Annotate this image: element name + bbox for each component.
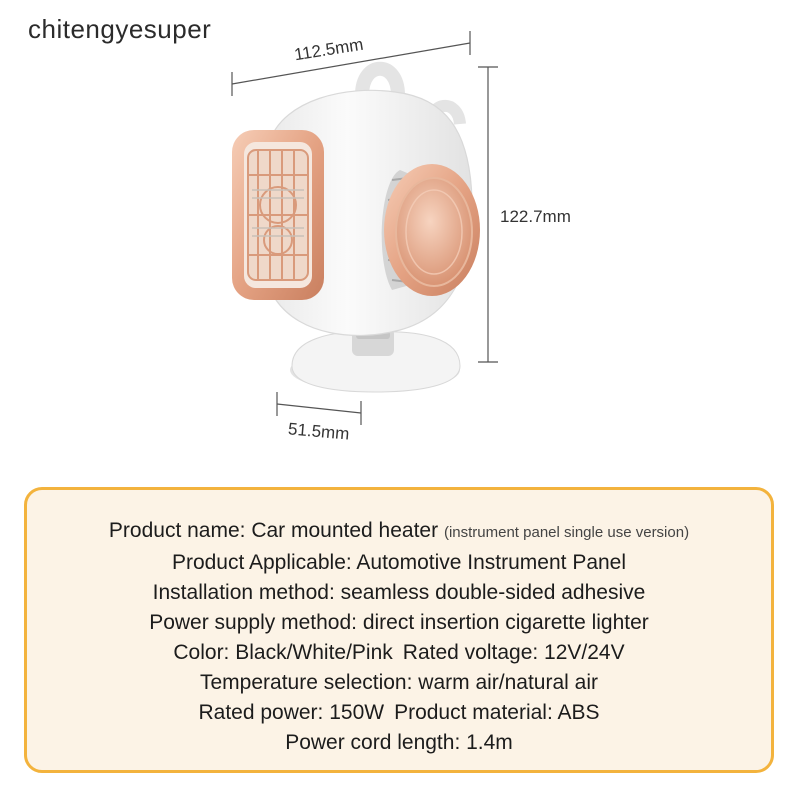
height-dimension-label: 122.7mm (500, 207, 571, 226)
spec-product-name-note: (instrument panel single use version) (443, 524, 690, 541)
watermark-text: chitengyesuper (28, 14, 212, 44)
height-dimension-line (478, 66, 498, 363)
spec-color-voltage: Color: Black/White/Pink Rated voltage: 12… (27, 638, 771, 668)
spec-color: Color: Black/White/Pink (173, 641, 393, 664)
spec-temperature: Temperature selection: warm air/natural … (200, 671, 598, 694)
product-figure: 112.5mm 122.7mm 51.5mm (231, 31, 571, 444)
spec-product-name-main: Product name: Car mounted heater (108, 519, 439, 542)
width-dimension-line (231, 31, 471, 96)
heater-base (290, 328, 461, 393)
spec-power-material: Rated power: 150W Product material: ABS (27, 698, 771, 728)
heater-illustration (231, 31, 498, 425)
control-disc (384, 164, 480, 296)
spec-info-box: Product name: Car mounted heater (instru… (24, 487, 774, 773)
spec-material: Product material: ABS (394, 701, 600, 724)
spec-power: Rated power: 150W (198, 701, 385, 724)
spec-product-name: Product name: Car mounted heater (instru… (27, 516, 771, 548)
depth-dimension-line (276, 392, 362, 425)
front-grille (232, 130, 324, 300)
spec-voltage: Rated voltage: 12V/24V (402, 641, 625, 664)
spec-power-supply: Power supply method: direct insertion ci… (149, 611, 649, 634)
spec-cord-length: Power cord length: 1.4m (285, 731, 513, 754)
spec-applicable: Product Applicable: Automotive Instrumen… (171, 551, 627, 574)
spec-installation: Installation method: seamless double-sid… (152, 581, 646, 604)
